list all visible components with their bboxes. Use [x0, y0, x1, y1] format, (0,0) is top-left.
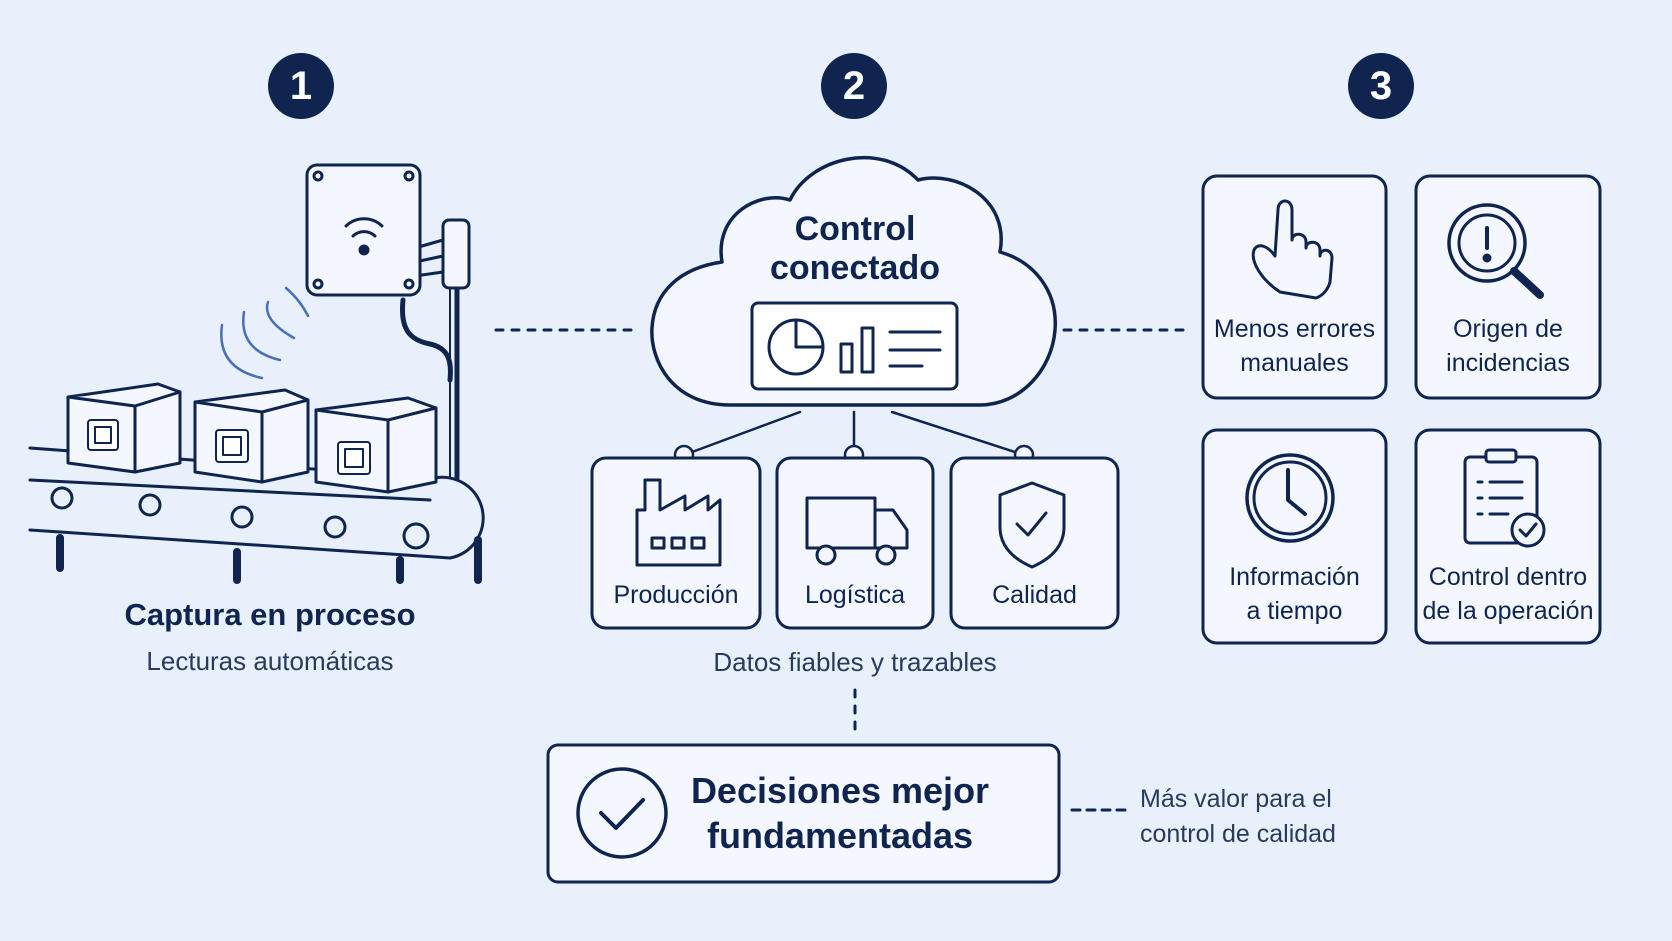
cloud-title-line2: conectado [769, 249, 941, 287]
magnifier-alert-icon [1447, 203, 1544, 299]
benefit-label-incidencias: Origen de incidencias [1416, 312, 1600, 380]
rfid-reader-icon [305, 163, 471, 481]
capture-title: Captura en proceso [124, 597, 416, 632]
bar-chart-icon [839, 326, 942, 374]
benefit-label-line: Menos errores [1213, 315, 1376, 343]
truck-icon [805, 496, 909, 566]
clipboard-check-icon [1463, 448, 1546, 548]
benefit-label-line: Origen de [1453, 315, 1563, 343]
benefit-label-line: incidencias [1446, 349, 1570, 377]
cloud-title-line1: Control [794, 210, 916, 248]
benefit-label-informacion: Información a tiempo [1203, 560, 1386, 628]
conveyor-belt-icon [28, 446, 485, 584]
decision-box [546, 743, 1061, 884]
area-label-logistica: Logística [804, 581, 906, 609]
benefit-label-line: Control dentro [1428, 563, 1588, 591]
decision-title-line1: Decisiones mejor [690, 770, 990, 811]
step-2-badge: 2 [821, 53, 887, 119]
dashboard-icon [750, 301, 959, 391]
benefit-label-line: de la operación [1422, 597, 1594, 625]
check-circle-icon [576, 767, 668, 859]
areas-caption: Datos fiables y trazables [713, 647, 997, 677]
decision-title: Decisiones mejor fundamentadas [680, 768, 1000, 858]
decision-title-line2: fundamentadas [706, 815, 974, 856]
clock-icon [1245, 453, 1335, 543]
pie-chart-icon [767, 318, 825, 376]
benefit-label-line: Información [1229, 563, 1360, 591]
value-note-line1: Más valor para el [1140, 785, 1332, 813]
benefit-label-errores: Menos errores manuales [1203, 312, 1386, 380]
step-1-badge: 1 [268, 53, 334, 119]
benefit-label-line: a tiempo [1246, 597, 1343, 625]
cloud-branches [673, 410, 1035, 466]
factory-icon [635, 478, 722, 567]
area-cards [590, 456, 1120, 630]
value-note: Más valor para el control de calidad [1140, 782, 1360, 852]
capture-subtitle: Lecturas automáticas [146, 646, 394, 676]
benefit-label-line: manuales [1240, 349, 1349, 377]
box-icon [66, 382, 438, 494]
benefit-label-control: Control dentro de la operación [1416, 560, 1600, 628]
area-label-calidad: Calidad [992, 581, 1077, 609]
step-3-badge: 3 [1348, 53, 1414, 119]
hand-pointer-icon [1251, 199, 1334, 300]
area-label-produccion: Producción [613, 581, 739, 609]
chip-tag-icon [87, 419, 371, 475]
shield-check-icon [998, 481, 1066, 569]
wireless-signal-icon [220, 286, 310, 380]
cloud-title: Control conectado [740, 210, 970, 288]
value-note-line2: control de calidad [1140, 820, 1336, 848]
